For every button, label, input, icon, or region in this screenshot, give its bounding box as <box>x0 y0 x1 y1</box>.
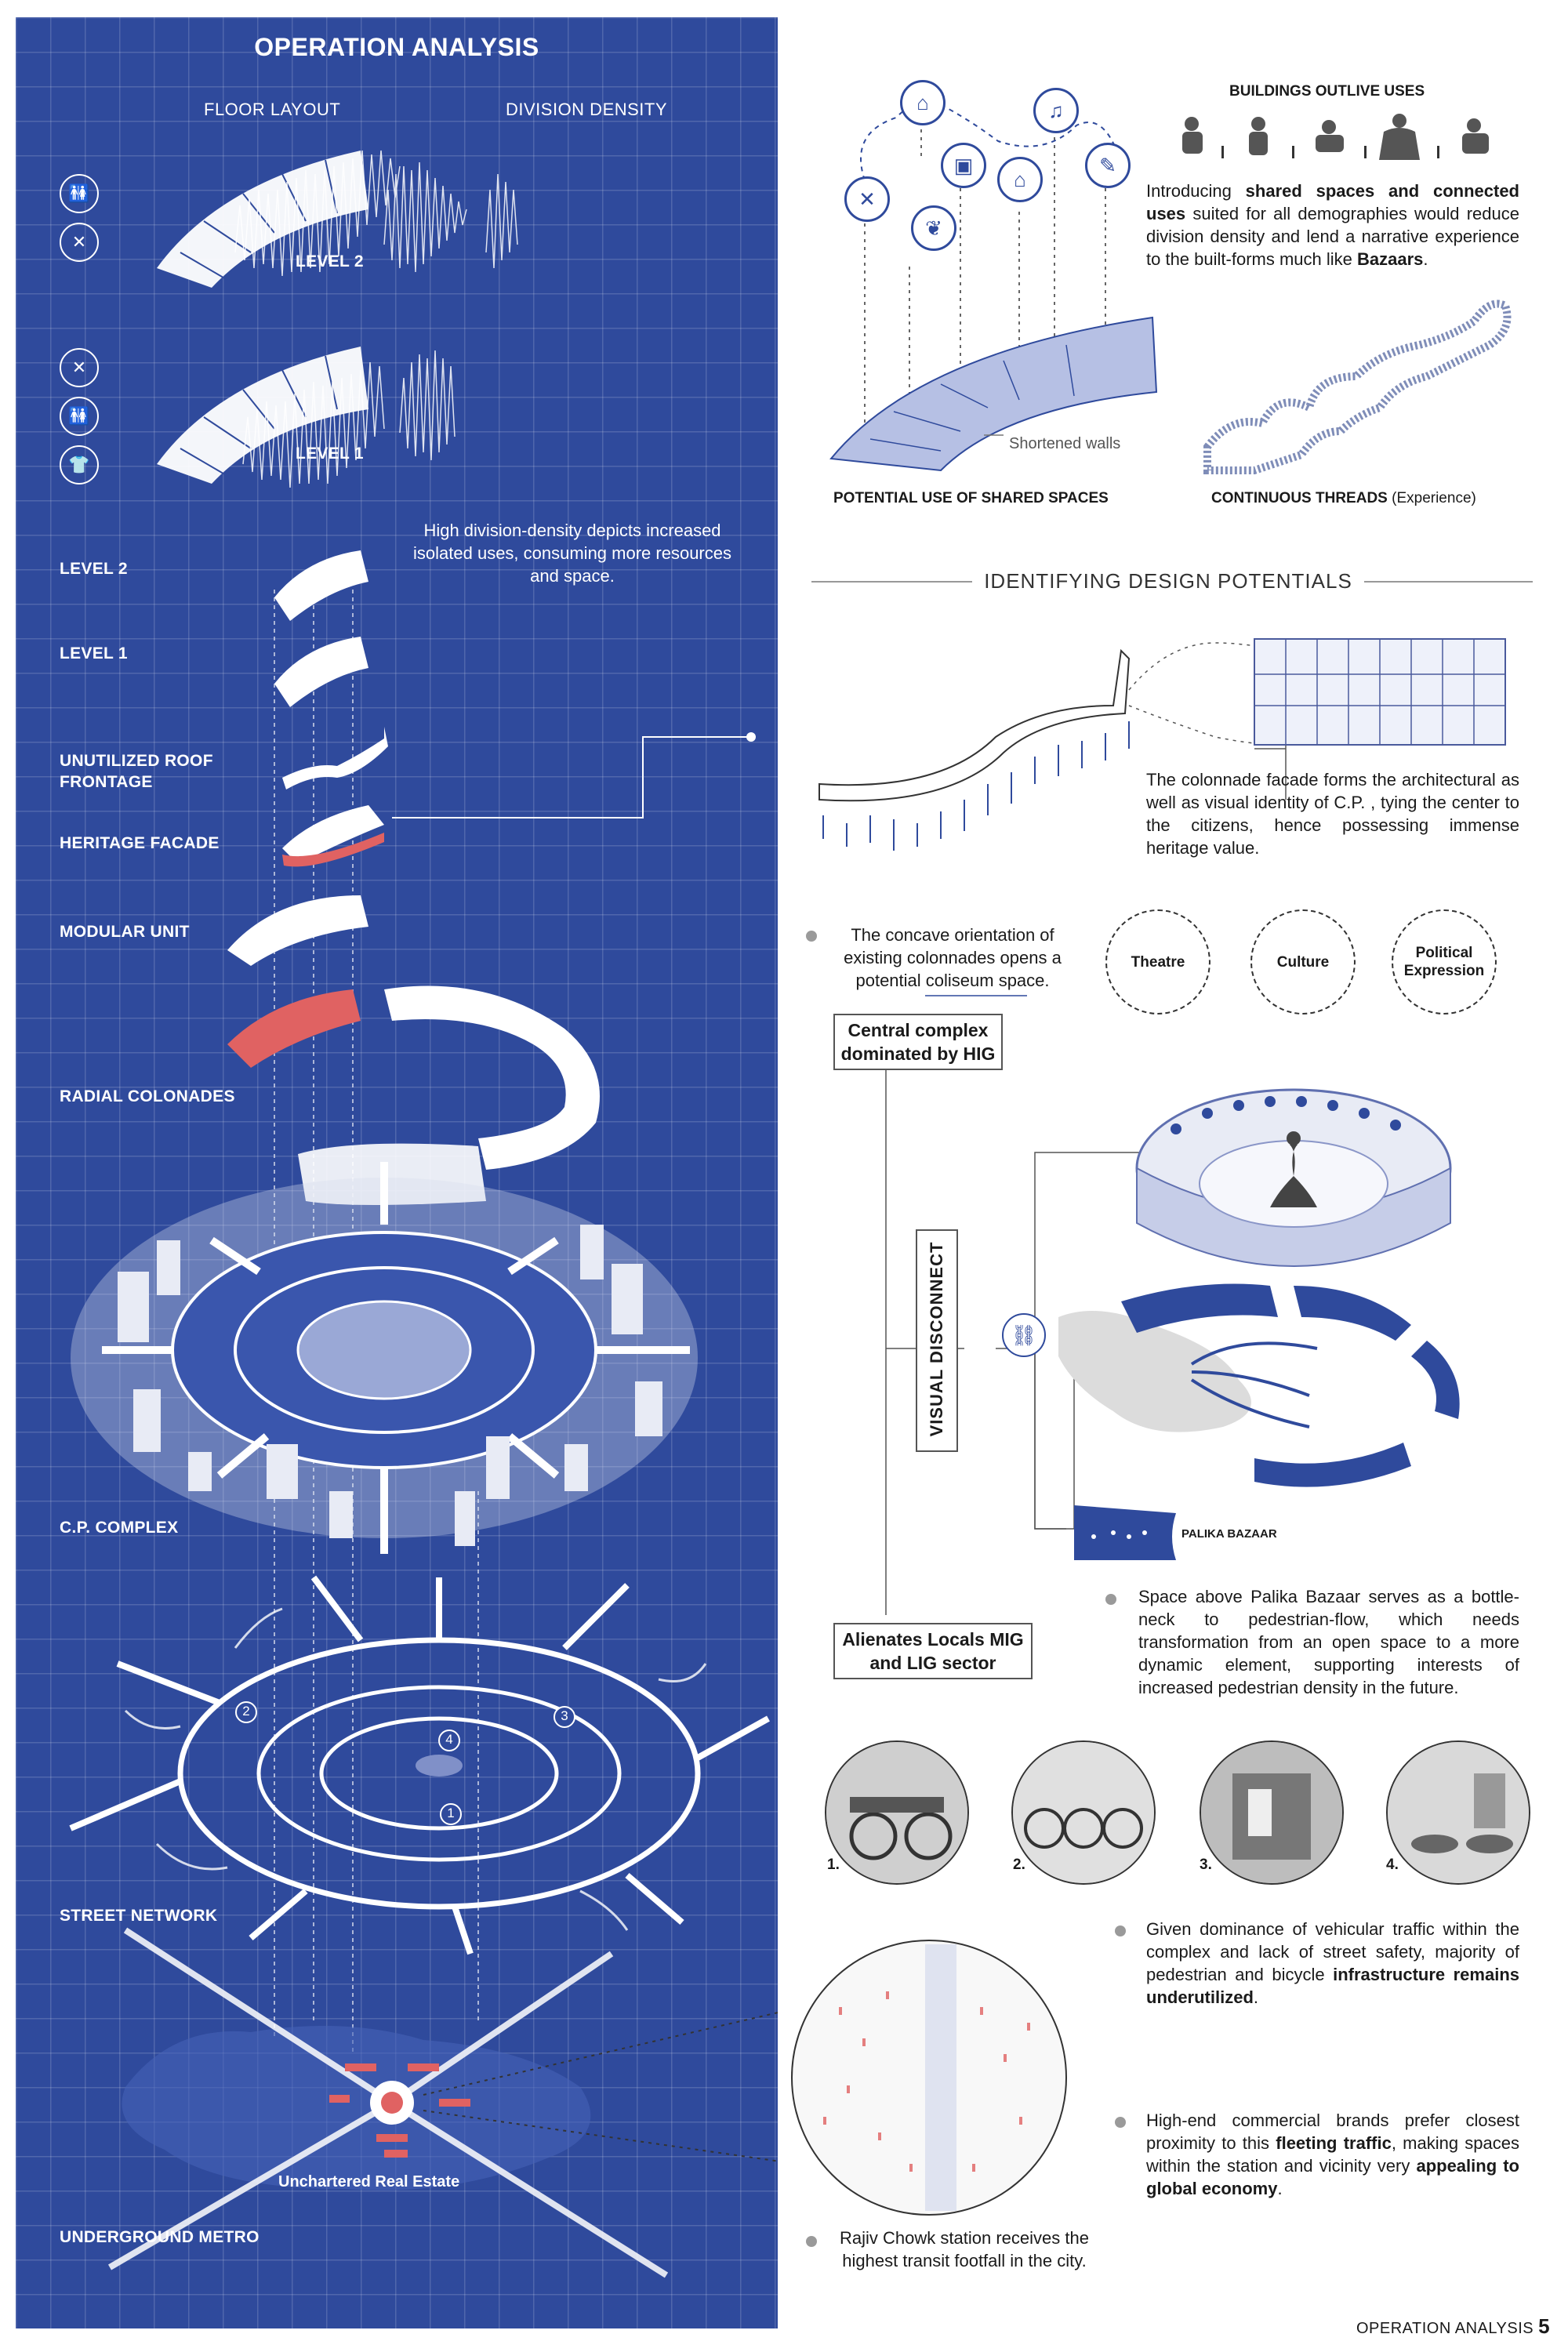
plan-level1-label: LEVEL 1 <box>296 445 364 463</box>
panel-title: OPERATION ANALYSIS <box>254 33 539 61</box>
cutlery-icon: ✕ <box>844 176 890 222</box>
layer-label-modular: MODULAR UNIT <box>60 923 190 941</box>
footer-page-number: 5 <box>1538 2314 1551 2338</box>
musician-icon: ♫ <box>1033 88 1079 133</box>
photo-street-furniture <box>1386 1740 1530 1885</box>
blueprint-panel: OPERATION ANALYSIS FLOOR LAYOUT DIVISION… <box>16 17 778 2328</box>
layer-label-level2: LEVEL 2 <box>60 560 128 578</box>
level1-density <box>242 350 456 488</box>
visual-disconnect-box: VISUAL DISCONNECT <box>916 1229 958 1452</box>
layer-radial-red <box>227 989 361 1068</box>
layer-label-radial: RADIAL COLONADES <box>60 1087 235 1105</box>
layer-radial-white <box>384 985 600 1170</box>
restroom-icon: 🚻 <box>60 174 99 213</box>
real-estate-label: Unchartered Real Estate <box>278 2173 460 2190</box>
brands-text: High-end commercial brands prefer closes… <box>1146 2111 1519 2198</box>
palika-label: PALIKA BAZAAR <box>1181 1527 1277 1541</box>
restroom-icon: 🚻 <box>60 397 99 436</box>
market-stall-icon: ⌂ <box>900 80 946 125</box>
plan-level2-label: LEVEL 2 <box>296 252 364 270</box>
footer-label: OPERATION ANALYSIS <box>1356 2320 1534 2337</box>
central-complex-box: Central complex dominated by HIG <box>833 1014 1003 1070</box>
colonnade-text: The colonnade facade forms the architect… <box>1146 770 1519 858</box>
density-note: High division-density depicts increased … <box>413 521 731 586</box>
layer-label-heritage: HERITAGE FACADE <box>60 834 220 852</box>
cutlery-icon: ✕ <box>60 348 99 387</box>
layer-label-roof: UNUTILIZED ROOF FRONTAGE <box>60 752 213 791</box>
photo-kiosk <box>1200 1740 1344 1885</box>
bullet-dot <box>1115 2117 1126 2128</box>
street-marker: 2 <box>242 1704 250 1719</box>
level2-density <box>234 150 518 277</box>
street-network <box>69 1575 770 1955</box>
vehicular-text: Given dominance of vehicular traffic wit… <box>1146 1919 1519 2007</box>
bullet-dot <box>1105 1594 1116 1605</box>
cutlery-icon: ✕ <box>60 223 99 262</box>
layer-heritage-white <box>282 805 384 864</box>
bullet-dot <box>1115 1926 1126 1936</box>
palika-text: Space above Palika Bazaar serves as a bo… <box>1138 1587 1519 1697</box>
rajiv-text: Rajiv Chowk station receives the highest… <box>840 2228 1089 2270</box>
layer-label-metro: UNDERGROUND METRO <box>60 2228 260 2246</box>
shared-spaces-caption: POTENTIAL USE OF SHARED SPACES <box>833 490 1109 506</box>
bullet-dot <box>806 931 817 942</box>
photo-bike-share <box>825 1740 969 1885</box>
cp-complex <box>71 1162 698 1554</box>
photo-label: 3. <box>1200 1857 1212 1873</box>
shopping-bag-icon: ▣ <box>941 143 986 188</box>
photo-label: 1. <box>827 1857 840 1873</box>
division-density-heading: DIVISION DENSITY <box>506 100 668 119</box>
threads-caption: CONTINUOUS THREADS (Experience) <box>1211 490 1476 506</box>
culture-circle: Culture <box>1250 909 1356 1014</box>
broken-link-icon: ⛓ <box>1002 1313 1046 1357</box>
design-potentials-title: IDENTIFYING DESIGN POTENTIALS <box>984 569 1352 593</box>
street-marker: 3 <box>561 1708 568 1723</box>
palette-icon: ✎ <box>1085 143 1131 188</box>
layer-level1 <box>274 637 368 707</box>
theatre-circle: Theatre <box>1105 909 1210 1014</box>
metro-diagram <box>107 1927 669 2278</box>
shortened-walls-label: Shortened walls <box>1009 435 1121 452</box>
footer: OPERATION ANALYSIS 5 <box>1356 2314 1550 2339</box>
people-strip <box>1182 114 1489 160</box>
visual-disconnect-label: VISUAL DISCONNECT <box>927 1241 946 1437</box>
floor-layout-heading: FLOOR LAYOUT <box>204 100 341 119</box>
layer-roof <box>282 727 388 789</box>
layer-label-street: STREET NETWORK <box>60 1907 218 1925</box>
photo-label: 2. <box>1013 1857 1025 1873</box>
photo-label: 4. <box>1386 1857 1399 1873</box>
tshirt-icon: 👕 <box>60 445 99 485</box>
layer-modular <box>227 895 368 966</box>
outlive-title: BUILDINGS OUTLIVE USES <box>1229 83 1425 100</box>
vegetables-icon: ❦ <box>911 205 956 251</box>
street-marker: 1 <box>447 1806 455 1820</box>
layer-heritage-red <box>282 833 384 867</box>
photo-bicycles <box>1011 1740 1156 1885</box>
alienates-box: Alienates Locals MIG and LIG sector <box>833 1623 1033 1679</box>
political-expression-circle: Political Expression <box>1392 909 1497 1014</box>
layer-label-cp: C.P. COMPLEX <box>60 1519 179 1537</box>
stall-icon: ⌂ <box>997 157 1043 202</box>
layer-label-level1: LEVEL 1 <box>60 644 128 662</box>
bullet-dot <box>806 2236 817 2247</box>
exploded-axonometric-diagram <box>69 150 778 2278</box>
layer-level2 <box>274 550 368 621</box>
intro-text: Introducing shared spaces and connected … <box>1146 181 1519 269</box>
concave-text: The concave orientation of existing colo… <box>844 925 1062 990</box>
street-marker: 4 <box>445 1732 453 1747</box>
level1-floor-plan <box>157 347 368 484</box>
